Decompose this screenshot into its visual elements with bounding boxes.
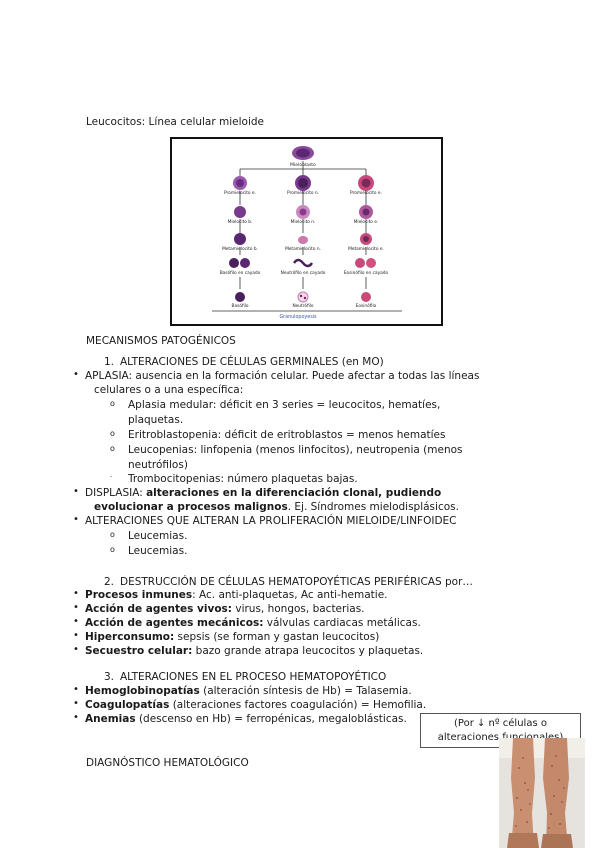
row3-label-mid: Metamielocito n. [285,246,321,252]
section-1-title: ALTERACIONES DE CÉLULAS GERMINALES (en M… [120,356,384,368]
row5-label-mid: Neutrófilo [292,302,313,309]
s2-item-secuestro: Secuestro celular: bazo grande atrapa le… [85,644,423,658]
row1-label-right: Promielocito e. [350,190,382,196]
row1-label-left: Promielocito e. [224,190,256,196]
leucemias-item-2: Leucemias. [128,545,188,557]
section-2-number: 2. [104,576,115,588]
s3-item-anemias: Anemias (descenso en Hb) = ferropénicas,… [85,712,407,726]
legs-petechiae-photo [499,738,585,848]
circle-bullet-icon: o [110,399,115,408]
top-cell-label: Mieloblasto [290,162,316,168]
circle-bullet-icon: o [110,545,115,554]
aplasia-medular-line-1: Aplasia medular: déficit en 3 series = l… [128,399,441,411]
section-3-title: ALTERACIONES EN EL PROCESO HEMATOPOYÉTIC… [120,671,387,683]
aplasia-medular-line-2: plaquetas. [128,414,184,426]
eritroblastopenia-item: Eritroblastopenia: déficit de eritroblas… [128,429,446,441]
s2-item-rest: bazo grande atrapa leucocitos y plaqueta… [192,645,424,657]
aplasia-line-2: celulares o a una específica: [94,384,244,396]
legs-photo-graphic [499,738,585,848]
s2-item-bold: Secuestro celular: [85,645,193,657]
s2-item-rest: sepsis (se forman y gastan leucocitos) [174,631,380,643]
s2-item-hiperconsumo: Hiperconsumo: sepsis (se forman y gastan… [85,630,379,644]
row4-label-right: Eosinófilo en cayado [344,269,389,276]
displasia-bold-1: alteraciones en la diferenciación clonal… [146,487,442,499]
s2-item-bold: Acción de agentes mecánicos: [85,617,264,629]
s2-item-rest: : Ac. anti-plaquetas, Ac anti-hematie. [192,589,388,601]
s3-item-coagulopatias: Coagulopatías (alteraciones factores coa… [85,698,426,712]
s3-item-rest: (alteraciones factores coagulación) = He… [169,699,427,711]
row5-label-right: Eosinófilo [356,302,377,309]
figure-caption: Granulopoyesis [279,314,317,320]
row2-label-mid: Mielocito n. [291,219,316,225]
bullet-icon: • [73,616,79,627]
small-bullet-icon: . [110,471,113,479]
bullet-icon: • [73,630,79,641]
s2-item-inmunes: Procesos inmunes: Ac. anti-plaquetas, Ac… [85,588,388,602]
bullet-icon: • [73,644,79,655]
s3-item-bold: Coagulopatías [85,699,170,711]
bullet-icon: • [73,698,79,709]
callout-line-2: alteraciones funcionales) [437,732,564,743]
displasia-rest: . Ej. Síndromes mielodisplásicos. [287,501,459,513]
trombocitopenias-item: Trombocitopenias: número plaquetas bajas… [128,473,358,485]
bullet-icon: • [73,514,79,525]
bullet-icon: • [73,684,79,695]
displasia-line-2: evolucionar a procesos malignos. Ej. Sín… [94,500,459,514]
row5-label-left: Basófilo [232,302,249,309]
circle-bullet-icon: o [110,429,115,438]
s2-item-rest: virus, hongos, bacterias. [232,603,365,615]
leucemias-item-1: Leucemias. [128,530,188,542]
row2-label-right: Mielocito e. [354,219,379,225]
circle-bullet-icon: o [110,530,115,539]
section-2-title: DESTRUCCIÓN DE CÉLULAS HEMATOPOYÉTICAS P… [120,576,473,588]
displasia-label: DISPLASIA: [85,487,147,499]
s2-item-bold: Hiperconsumo: [85,631,175,643]
leucopenias-line-1: Leucopenias: linfopenia (menos linfocito… [128,444,463,456]
row1-label-mid: Promielocito n. [287,190,319,196]
s2-item-vivos: Acción de agentes vivos: virus, hongos, … [85,602,365,616]
bullet-icon: • [73,369,79,380]
s3-item-bold: Anemias [85,713,136,725]
lineage-diagram: Mieloblasto Promielocito e. Promielocito… [212,146,402,320]
s2-item-mecanicos: Acción de agentes mecánicos: válvulas ca… [85,616,421,630]
mecanismos-title: MECANISMOS PATOGÉNICOS [86,335,236,347]
s3-item-rest: (descenso en Hb) = ferropénicas, megalob… [135,713,407,725]
leucopenias-line-2: neutrófilos) [128,459,188,471]
circle-bullet-icon: o [110,444,115,453]
s3-item-bold: Hemoglobinopatías [85,685,200,697]
displasia-line-1: DISPLASIA: alteraciones en la diferencia… [85,486,441,500]
displasia-bold-2: evolucionar a procesos malignos [94,501,288,513]
row4-label-mid: Neutrófilo en cayado [281,269,326,276]
bullet-icon: • [73,602,79,613]
s3-item-rest: (alteración síntesis de Hb) = Talasemia. [199,685,412,697]
s2-item-bold: Procesos inmunes [85,589,193,601]
bullet-icon: • [73,588,79,599]
bullet-icon: • [73,486,79,497]
row4-label-left: Basófilo en cayado [220,269,261,276]
row3-label-right: Metamielocito e. [348,246,384,252]
diagnostico-title: DIAGNÓSTICO HEMATOLÓGICO [86,757,249,769]
myeloid-lineage-figure: Mieloblasto Promielocito e. Promielocito… [170,137,443,326]
section-1-number: 1. [104,356,115,368]
s2-item-rest: válvulas cardiacas metálicas. [263,617,421,629]
bullet-icon: • [73,712,79,723]
s2-item-bold: Acción de agentes vivos: [85,603,233,615]
alteraciones-proliferacion: ALTERACIONES QUE ALTERAN LA PROLIFERACIÓ… [85,515,457,527]
row3-label-left: Metamielocito b. [222,246,258,252]
section-heading-leucocitos: Leucocitos: Línea celular mieloide [86,116,265,128]
row2-label-left: Mielocito b. [228,219,253,225]
s3-item-hemoglobinopatias: Hemoglobinopatías (alteración síntesis d… [85,684,412,698]
section-3-number: 3. [104,671,115,683]
aplasia-line-1: APLASIA: ausencia en la formación celula… [85,370,480,382]
callout-line-1: (Por ↓ nº células o [454,718,547,729]
